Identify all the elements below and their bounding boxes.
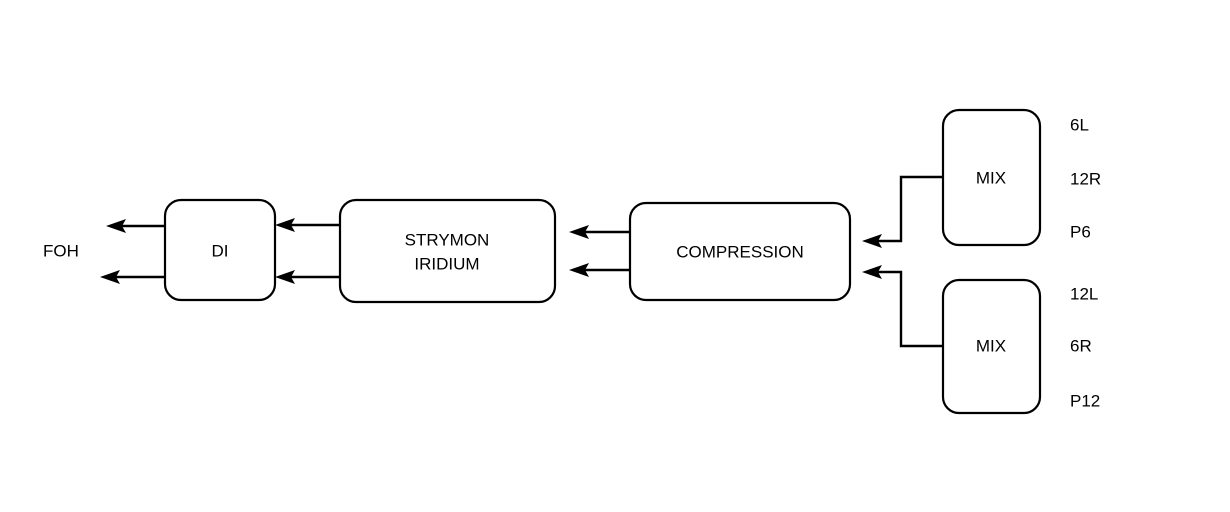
node-di-label: DI [212, 241, 229, 260]
connector-strymon-to-di-lower [275, 270, 340, 284]
node-mix-top-shape [941, 108, 1042, 247]
mix-bottom-channel-label-2: P12 [1070, 391, 1100, 410]
mix-top-channel-label-0: 6L [1070, 115, 1089, 134]
node-strymon-iridium-label-line1: STRYMON [405, 230, 490, 249]
output-label-foh: FOH [43, 241, 79, 260]
node-mix-bottom-shape [941, 278, 1042, 415]
node-di[interactable]: DI [163, 198, 277, 302]
node-strymon-iridium[interactable]: STRYMON IRIDIUM [338, 198, 557, 304]
node-mix-bottom-label: MIX [976, 336, 1006, 355]
node-compression[interactable]: COMPRESSION [628, 201, 852, 302]
node-mix-top[interactable]: MIX [941, 108, 1042, 247]
node-di-shape [163, 198, 277, 302]
node-compression-shape [628, 201, 852, 302]
node-strymon-iridium-shape [338, 198, 557, 304]
connector-compression-to-strymon-upper [569, 225, 630, 239]
connector-mix-top-to-compression [862, 175, 943, 248]
mix-bottom-channel-label-1: 6R [1070, 336, 1092, 355]
connector-compression-to-strymon-lower [569, 263, 630, 277]
mix-bottom-channel-label-0: 12L [1070, 284, 1098, 303]
mix-top-channel-label-2: P6 [1070, 222, 1091, 241]
node-mix-bottom[interactable]: MIX [941, 278, 1042, 415]
node-compression-label: COMPRESSION [676, 242, 804, 261]
node-mix-top-label: MIX [976, 168, 1006, 187]
connector-mix-bottom-to-compression [862, 265, 943, 348]
connector-strymon-to-di-upper [275, 218, 340, 232]
mix-top-channel-label-1: 12R [1070, 169, 1101, 188]
node-strymon-iridium-label-line2: IRIDIUM [414, 254, 479, 273]
connector-di-to-foh-lower [100, 270, 165, 284]
connector-di-to-foh-upper [106, 219, 165, 233]
